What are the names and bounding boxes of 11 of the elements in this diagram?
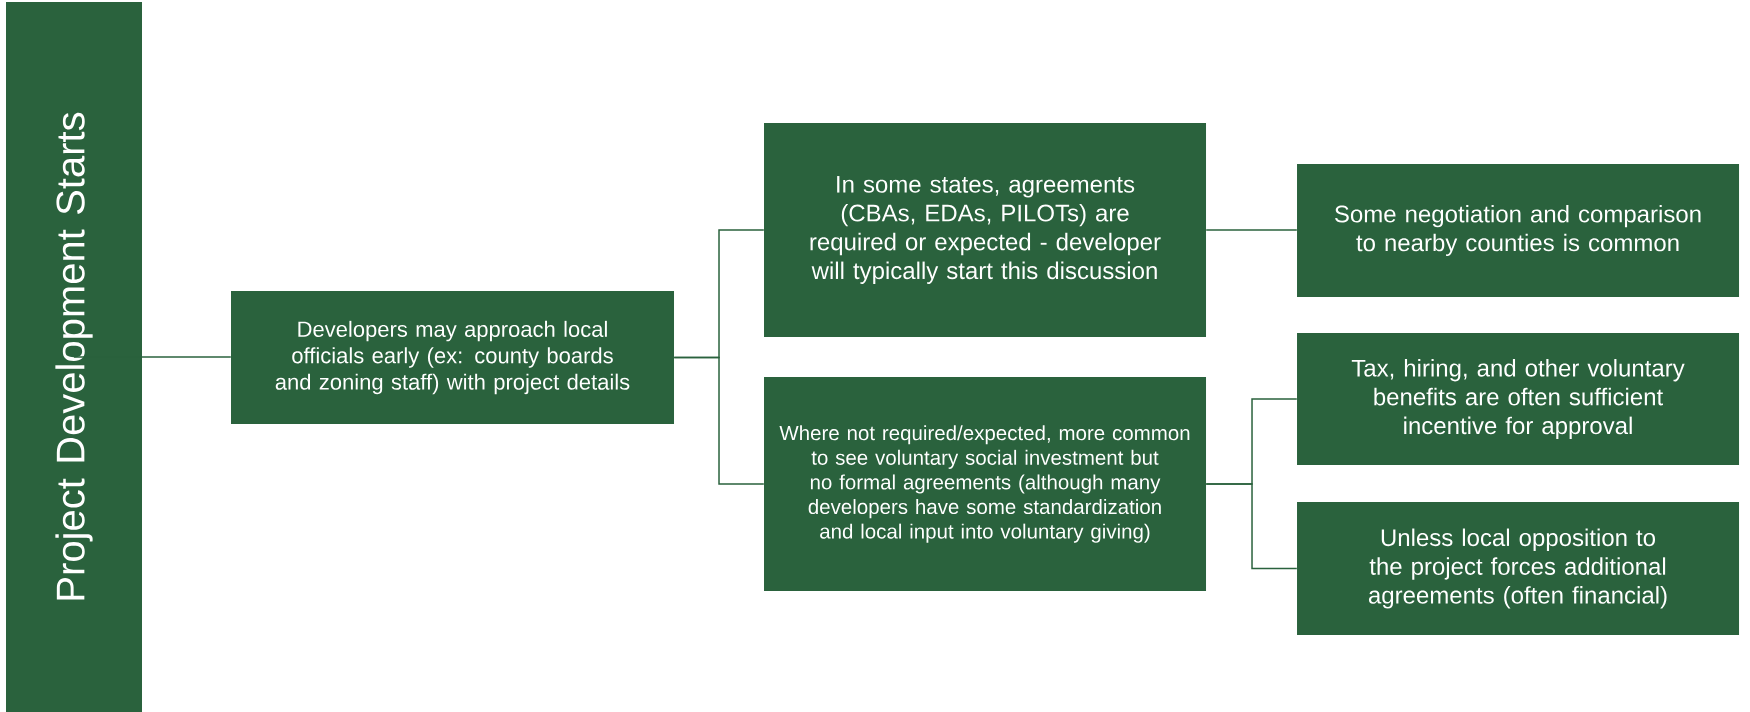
process-box: Where not required/expected, more common to see voluntary social investment but no formal agreements (although many developers have some standardization and local input into voluntary giving)	[764, 377, 1206, 591]
process-box: Tax, hiring, and other voluntary benefits are often sufficient incentive for approval	[1297, 333, 1740, 465]
connector-line	[73, 356, 232, 358]
connector-line	[1205, 229, 1298, 231]
title-bar: Project Development Starts	[6, 2, 142, 712]
process-box: Some negotiation and comparison to nearby counties is common	[1297, 164, 1740, 297]
process-box: Developers may approach local officials early (ex: county boards and zoning staff) with project details	[231, 291, 674, 424]
process-box: In some states, agreements (CBAs, EDAs, PILOTs) are required or expected - developer will typically start this discussion	[764, 123, 1206, 337]
connector-line	[1205, 483, 1298, 570]
connector-line	[673, 356, 765, 485]
process-box: Unless local opposition to the project forces additional agreements (often financial)	[1297, 502, 1740, 635]
